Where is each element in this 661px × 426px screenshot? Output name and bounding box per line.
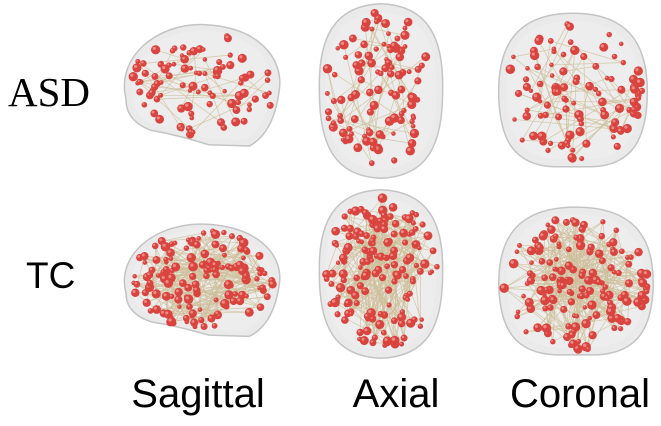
asd-sagittal-brain-network	[112, 18, 288, 150]
tc-coronal-brain-network	[494, 204, 658, 358]
asd-coronal-brain-network	[494, 10, 652, 170]
tc-sagittal-brain-network	[112, 218, 288, 340]
row-label-asd: ASD	[8, 68, 90, 116]
tc-axial-brain-network	[314, 188, 448, 360]
column-label-coronal: Coronal	[500, 372, 660, 417]
row-label-tc: TC	[26, 255, 75, 297]
asd-axial-brain-network	[314, 2, 448, 180]
column-label-sagittal: Sagittal	[118, 372, 278, 417]
column-label-axial: Axial	[336, 372, 456, 417]
